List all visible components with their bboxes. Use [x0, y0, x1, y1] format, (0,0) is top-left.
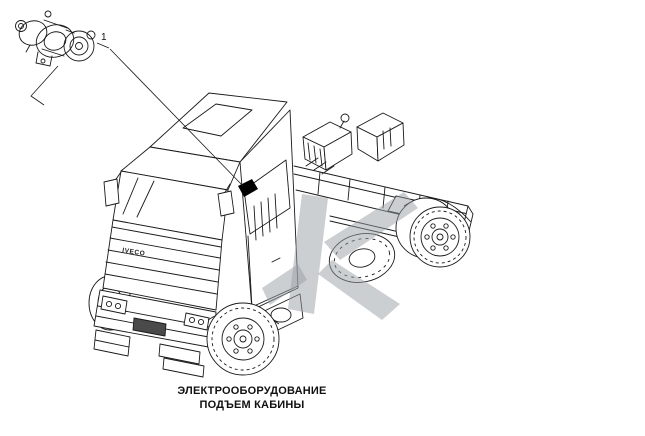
behind-cab-equipment	[302, 112, 405, 171]
part-number-label: 1	[101, 32, 107, 43]
rear-wheels	[395, 197, 472, 268]
mirror-left	[103, 171, 122, 207]
bumper-badge-block	[132, 317, 167, 337]
watermark-logo	[262, 192, 418, 320]
leader-lines	[30, 42, 244, 187]
part-detail-drawing	[15, 10, 96, 67]
headlight-right	[183, 312, 210, 331]
mirror-right	[217, 183, 235, 217]
side-window	[243, 159, 291, 235]
figure-caption: ЭЛЕКТРООБОРУДОВАНИЕ ПОДЪЕМ КАБИНЫ	[176, 384, 328, 412]
side-louvres	[253, 193, 278, 241]
caption-line-2: ПОДЪЕМ КАБИНЫ	[199, 399, 305, 411]
front-near-wheel	[206, 302, 280, 376]
headlight-left	[100, 295, 128, 315]
component-location-marker	[238, 179, 258, 197]
caption-line-1: ЭЛЕКТРООБОРУДОВАНИЕ	[177, 385, 327, 397]
entry-steps	[93, 329, 205, 378]
sunroof-hatch	[182, 103, 253, 137]
grille-brand-text: IVECO	[122, 247, 146, 258]
